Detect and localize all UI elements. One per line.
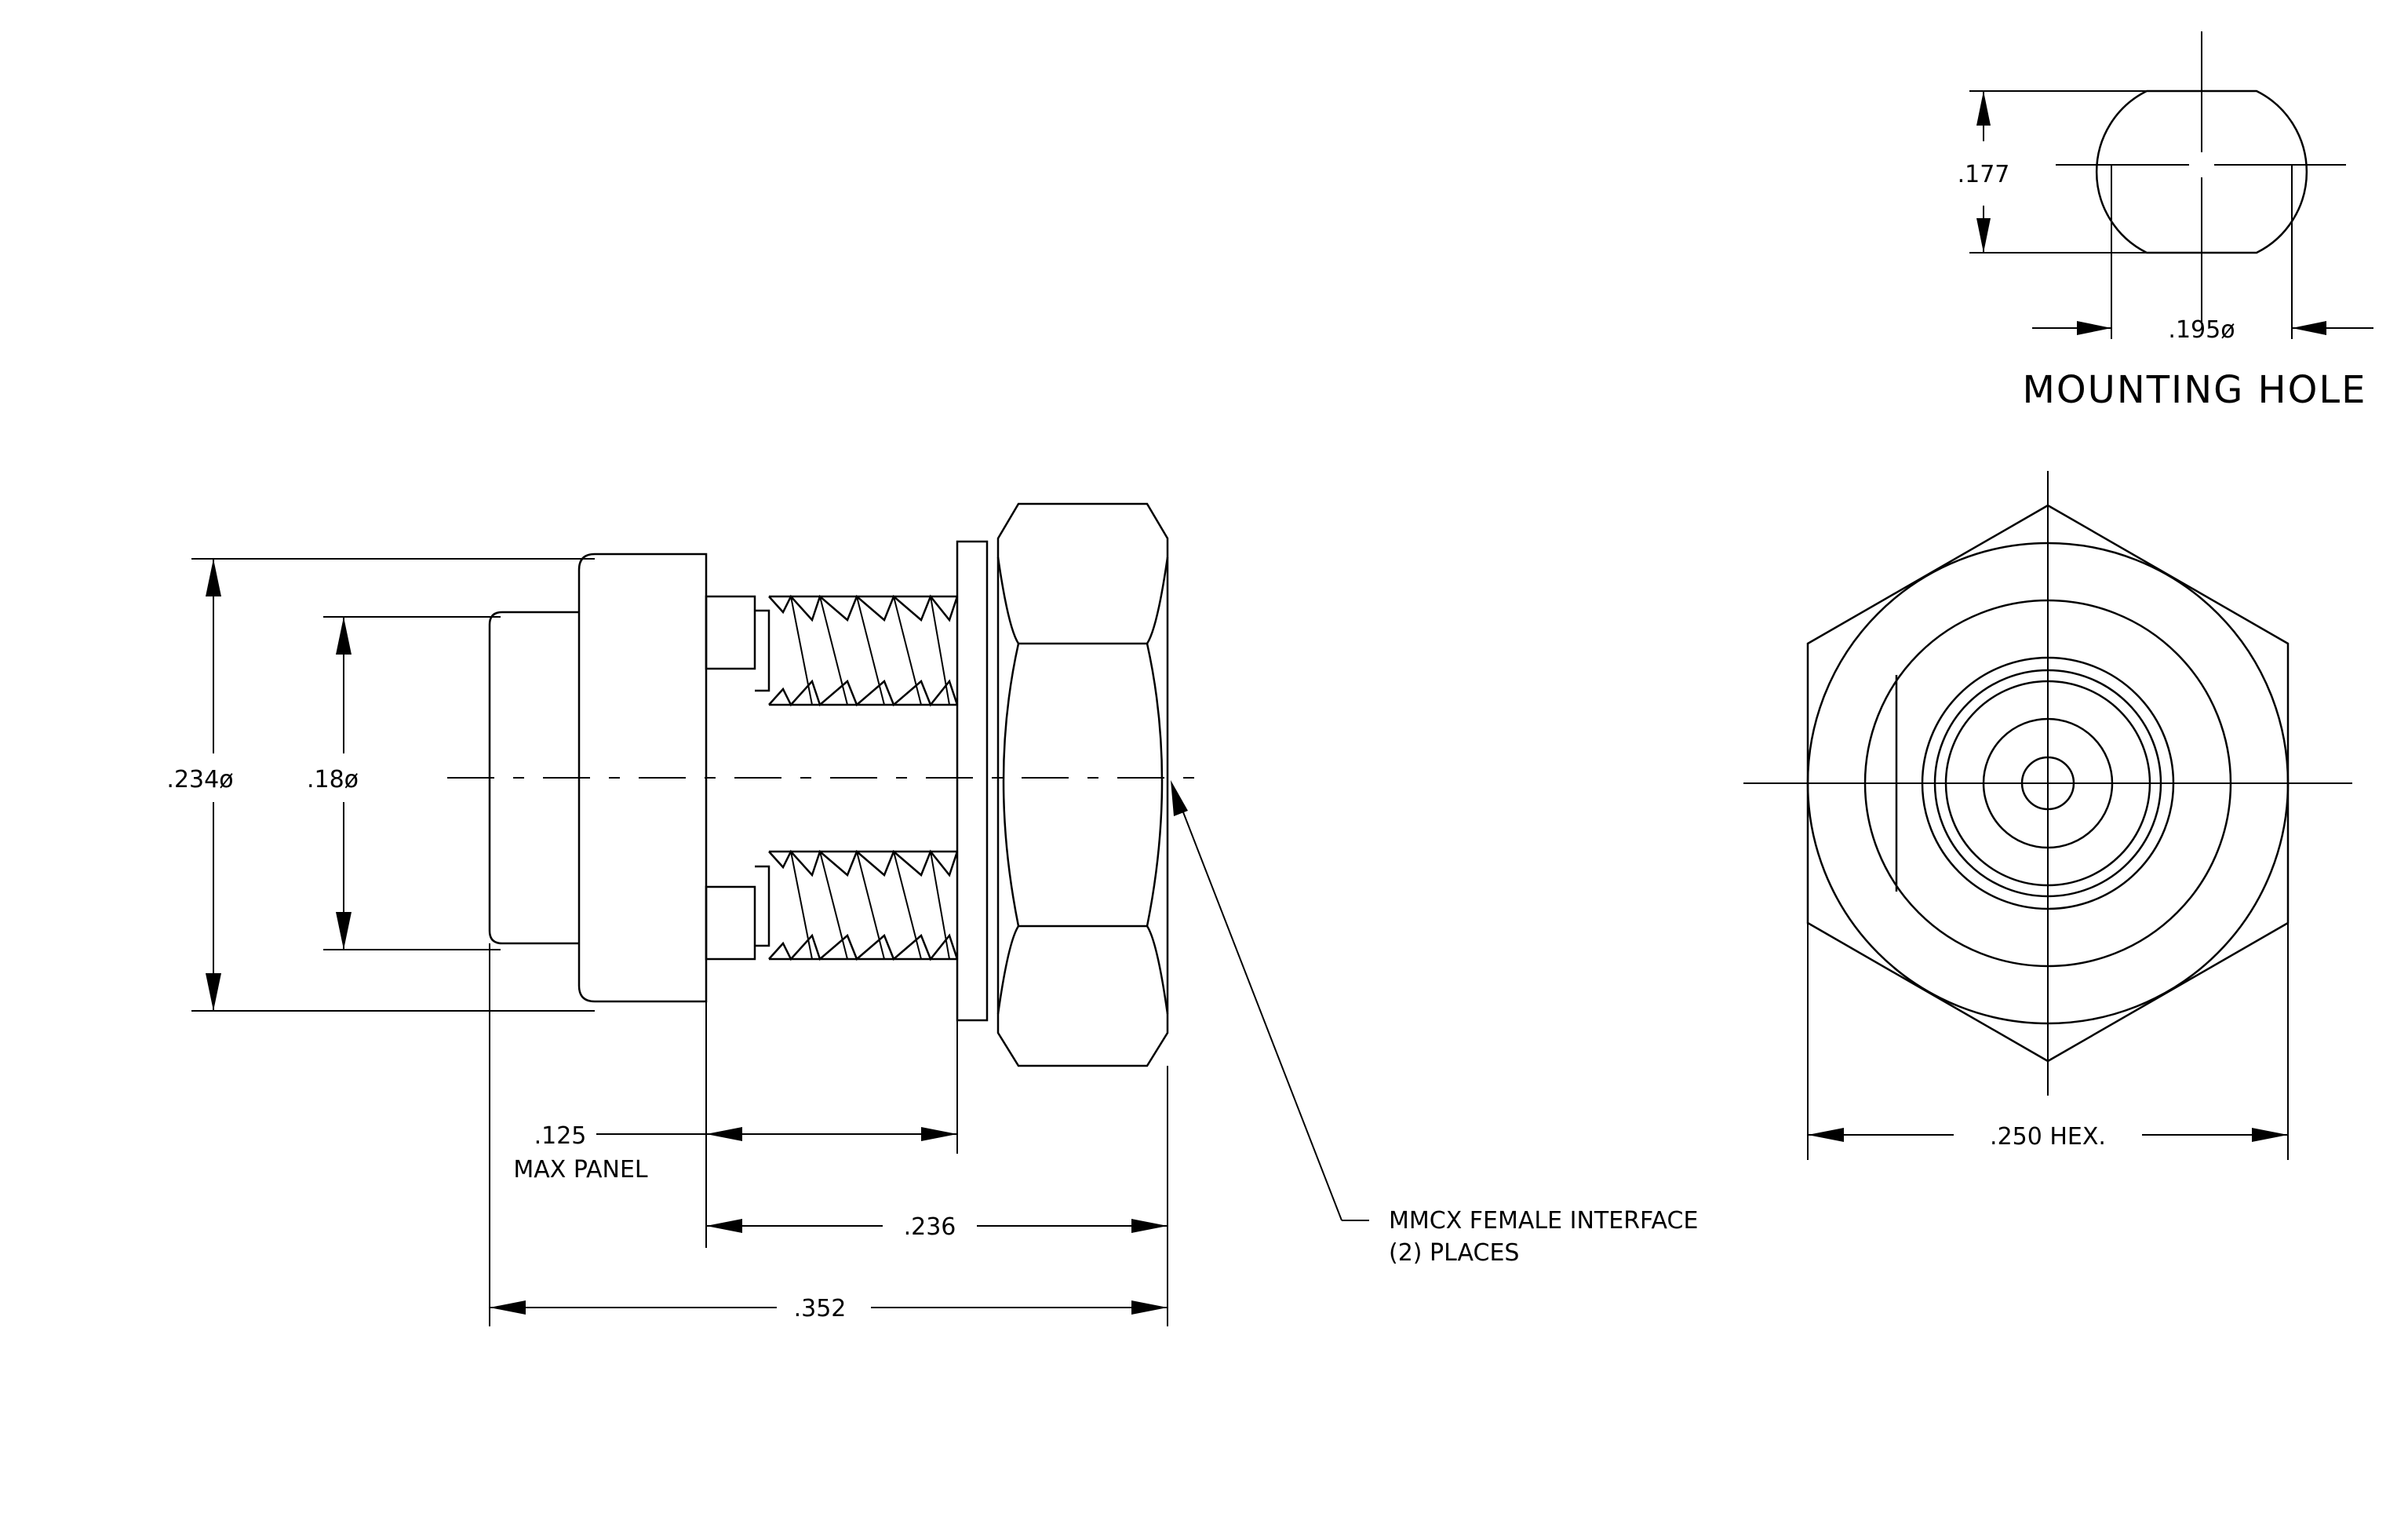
mounting-hole-outline	[2095, 89, 2308, 254]
panel-dim-value: .125	[534, 1122, 587, 1150]
length-236-dim: .236	[904, 1213, 956, 1241]
dim-arrow	[1976, 218, 1991, 253]
dim-arrow	[490, 1300, 526, 1315]
mounting-hole-height-dim: .177	[1958, 161, 2010, 188]
dim-arrow	[706, 1219, 742, 1233]
washer	[956, 540, 989, 1022]
side-view: .234ø .18ø .125 MAX PANEL .236 .352	[166, 502, 1698, 1326]
dim-arrow	[1131, 1219, 1168, 1233]
hex-nut-side	[996, 502, 1169, 1067]
dim-arrow	[1171, 780, 1188, 816]
dim-arrow	[1808, 1128, 1844, 1142]
thread-shank-lower	[705, 885, 756, 961]
dim-arrow	[336, 617, 352, 655]
dim-arrow	[336, 912, 352, 950]
outer-diameter-dim: .234ø	[166, 766, 233, 793]
dim-arrow	[1131, 1300, 1168, 1315]
callout-line1: MMCX FEMALE INTERFACE	[1389, 1207, 1698, 1235]
hex-dim: .250 HEX.	[1990, 1123, 2106, 1151]
mounting-hole-diameter-dim: .195ø	[2168, 316, 2235, 344]
dim-arrow	[921, 1127, 957, 1141]
panel-dim-label: MAX PANEL	[513, 1156, 648, 1184]
end-view: .250 HEX.	[1743, 471, 2352, 1160]
length-352-dim: .352	[794, 1295, 847, 1322]
dim-arrow	[206, 559, 221, 596]
thread-upper	[768, 594, 959, 707]
callout-leader	[1173, 787, 1342, 1221]
dim-arrow	[706, 1127, 742, 1141]
rear-cylinder	[488, 611, 579, 945]
inner-diameter-dim: .18ø	[307, 766, 359, 793]
dim-arrow	[2292, 321, 2326, 335]
callout-line2: (2) PLACES	[1389, 1239, 1519, 1267]
dim-arrow	[206, 973, 221, 1011]
dim-arrow	[2252, 1128, 2288, 1142]
mounting-hole-title: MOUNTING HOLE	[2022, 368, 2366, 412]
thread-shank-upper	[705, 595, 756, 670]
mounting-hole-detail: .177 .195ø MOUNTING HOLE	[1958, 31, 2373, 412]
dim-arrow	[2077, 321, 2111, 335]
rear-flange	[577, 553, 708, 1003]
thread-lower	[768, 849, 959, 961]
dim-arrow	[1976, 91, 1991, 126]
